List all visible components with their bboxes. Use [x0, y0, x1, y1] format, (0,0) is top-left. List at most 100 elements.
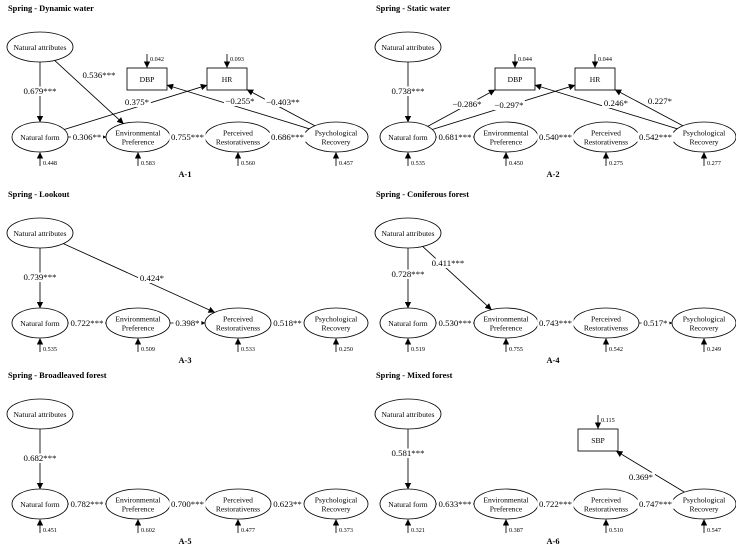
coef-pr-to-rc: 0.747*** — [639, 499, 672, 509]
node-pr-label-line2: Restorativenss — [216, 505, 260, 514]
node-rc-ellipse — [303, 307, 369, 339]
coef-pr-to-rc: 0.686*** — [271, 132, 304, 142]
node-b1-box — [126, 67, 168, 91]
path-arrow-rc-to-b2 — [614, 89, 684, 127]
panel-label: A-1 — [178, 170, 191, 179]
coef-background — [169, 132, 206, 142]
panel-title: Spring - Coniferous forest — [376, 190, 469, 199]
panel-label: A-2 — [546, 170, 559, 179]
node-nf-label: Natural form — [388, 500, 428, 509]
node-pr-label-line2: Restorativenss — [584, 505, 628, 514]
node-rc-label-line1: Psychological — [315, 315, 358, 324]
error-value-nf: 0.519 — [411, 346, 425, 353]
coef-ep-to-pr: 0.398* — [175, 318, 199, 328]
coef-background — [21, 86, 59, 96]
node-rc-label-line1: Psychological — [683, 129, 726, 138]
error-value-ep: 0.755 — [509, 346, 523, 353]
error-value-b1: 0.042 — [150, 56, 164, 63]
error-value-pr: 0.533 — [241, 346, 255, 353]
coef-background — [21, 272, 59, 282]
error-value-rc: 0.373 — [339, 527, 353, 534]
node-nf-label: Natural form — [20, 133, 60, 142]
coef-pr-to-rc: 0.518** — [273, 318, 302, 328]
node-pr-label-line1: Perceived — [591, 496, 621, 505]
error-value-nf: 0.321 — [411, 527, 425, 534]
path-arrow-rc-to-b1 — [166, 83, 310, 130]
coef-ep-to-pr: 0.700*** — [171, 499, 204, 509]
node-nf-ellipse — [379, 488, 437, 520]
error-value-ep: 0.387 — [509, 527, 523, 534]
coef-nf-to-ep: 0.306** — [73, 132, 102, 142]
error-value-ep: 0.602 — [141, 527, 155, 534]
node-na-label: Natural attributes — [14, 43, 67, 52]
path-arrows — [36, 429, 305, 508]
node-pr-ellipse — [204, 307, 272, 339]
coef-nf-to-ep: 0.722*** — [71, 318, 104, 328]
coef-background — [80, 70, 118, 80]
coef-background — [429, 258, 467, 268]
coef-background — [450, 99, 484, 109]
node-ep-label-line1: Environmental — [483, 315, 528, 324]
node-ep-label-line1: Environmental — [115, 496, 160, 505]
coef-background — [138, 273, 166, 283]
coef-nf-to-ep: 0.530*** — [439, 318, 472, 328]
coef-na-to-nf: 0.739*** — [24, 272, 57, 282]
coef-ep-to-pr: 0.743*** — [539, 318, 572, 328]
error-value-ep: 0.583 — [141, 160, 155, 167]
error-value-pr: 0.560 — [241, 160, 255, 167]
coef-na-to-nf: 0.738*** — [392, 86, 425, 96]
error-value-b2: 0.093 — [230, 56, 244, 63]
coef-background — [537, 318, 574, 328]
node-na-ellipse — [6, 398, 74, 430]
coef-background — [637, 499, 674, 509]
path-arrows — [404, 429, 685, 508]
node-nf-ellipse — [11, 121, 69, 153]
path-coefficients: 0.581***0.633***0.722***0.747***0.369* — [389, 448, 674, 509]
error-value-nf: 0.448 — [43, 160, 57, 167]
node-rc-label-line2: Recovery — [321, 324, 350, 333]
node-rc-label-line2: Recovery — [689, 138, 718, 147]
panel-title: Spring - Dynamic water — [8, 4, 94, 13]
path-arrows — [404, 62, 684, 141]
panel-label: A-6 — [546, 537, 559, 546]
panel-title: Spring - Lookout — [8, 190, 70, 199]
node-rc-label-line1: Psychological — [315, 129, 358, 138]
error-value-b1: 0.044 — [518, 56, 532, 63]
coef-background — [641, 318, 670, 328]
node-na-ellipse — [374, 217, 442, 249]
node-b1-box — [494, 67, 536, 91]
panel-title: Spring - Static water — [376, 4, 450, 13]
node-rc-label-line1: Psychological — [683, 496, 726, 505]
path-arrow-na-to-ep — [422, 246, 492, 310]
node-b2-box — [206, 67, 248, 91]
coef-na-to-nf: 0.728*** — [392, 269, 425, 279]
path-coefficients: 0.679***0.536***0.306**0.755***0.686***0… — [21, 70, 306, 142]
coef-background — [436, 499, 474, 509]
node-pr-label-line2: Restorativenss — [216, 138, 260, 147]
coef-pr-to-rc: 0.623** — [273, 499, 302, 509]
coef-rc-to-b3: 0.369* — [629, 472, 653, 482]
node-nf-label: Natural form — [20, 319, 60, 328]
error-value-pr: 0.477 — [241, 527, 255, 534]
node-rc-label-line2: Recovery — [321, 505, 350, 514]
coef-background — [637, 132, 674, 142]
coef-ep-to-pr: 0.755*** — [171, 132, 204, 142]
coef-pr-to-rc: 0.542*** — [639, 132, 672, 142]
node-ep-label-line1: Environmental — [483, 129, 528, 138]
panel-label: A-3 — [178, 356, 191, 365]
coef-background — [269, 132, 306, 142]
path-coefficients: 0.738***0.681***0.540***0.542***−0.286*−… — [389, 86, 674, 142]
panel-title: Spring - Broadleaved forest — [8, 371, 107, 380]
coef-background — [627, 472, 655, 482]
node-ep-label-line2: Preference — [122, 324, 155, 333]
error-value-ep: 0.509 — [141, 346, 155, 353]
node-b2-label: HR — [590, 75, 601, 84]
coef-background — [602, 98, 630, 108]
coef-background — [68, 318, 106, 328]
error-value-pr: 0.275 — [609, 160, 623, 167]
